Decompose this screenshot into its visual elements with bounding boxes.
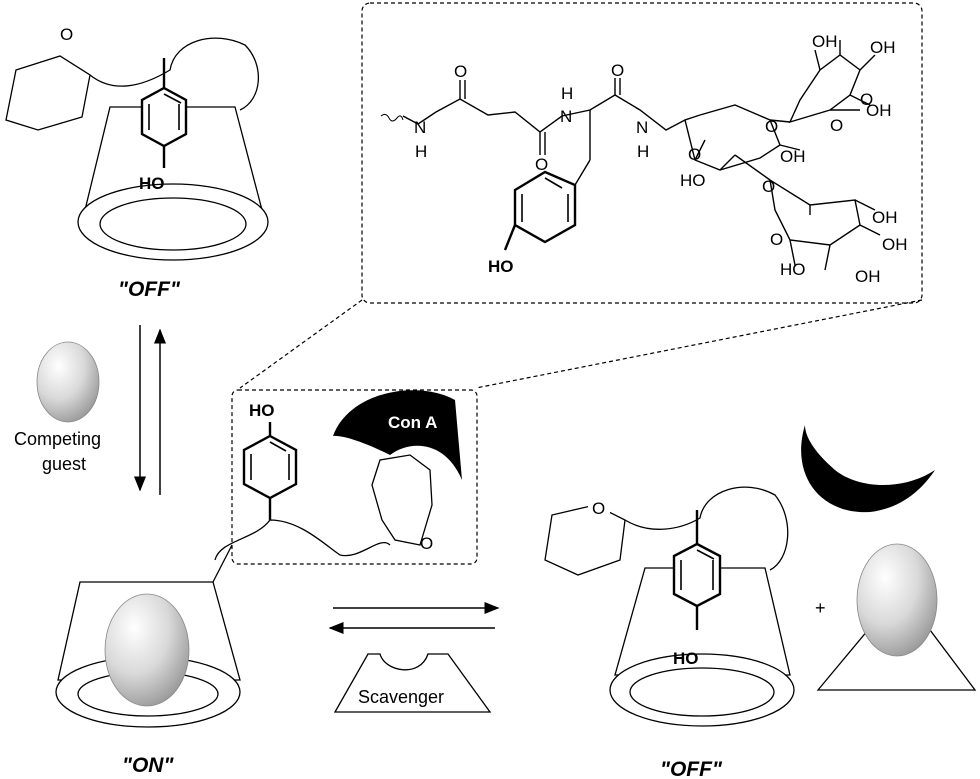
svg-text:OH: OH <box>855 267 881 286</box>
inset-atom-labels: O O O N H H N N H O HO OH O O O OH OH OH… <box>414 32 908 286</box>
vertical-equilibrium-arrows <box>134 325 166 495</box>
tyrosine-hydroxyl: HO <box>488 257 514 276</box>
off-state-label-bottom: "OFF" <box>660 758 723 779</box>
svg-text:OH: OH <box>866 101 892 120</box>
competing-guest-label: Competing <box>14 429 101 449</box>
svg-text:N: N <box>414 118 426 137</box>
svg-text:OH: OH <box>882 235 908 254</box>
svg-text:O: O <box>688 145 701 164</box>
svg-text:OH: OH <box>780 147 806 166</box>
svg-text:O: O <box>762 177 775 196</box>
captured-guest-egg <box>856 543 938 657</box>
svg-text:O: O <box>765 117 778 136</box>
svg-text:O: O <box>535 155 548 174</box>
on-cup <box>57 581 241 681</box>
con-a-binding-box <box>214 389 478 565</box>
svg-text:HO: HO <box>680 171 706 190</box>
on-state-label: "ON" <box>122 754 174 777</box>
plus-sign: + <box>815 598 826 618</box>
oxygen-atom-middle: O <box>420 534 433 553</box>
upper-mannose <box>788 54 861 124</box>
sugar-ring <box>5 55 91 131</box>
svg-text:OH: OH <box>872 208 898 227</box>
svg-text:N: N <box>560 107 572 126</box>
tyrosine-ring <box>513 170 577 244</box>
svg-text:HO: HO <box>780 260 806 279</box>
svg-text:O: O <box>830 116 843 135</box>
phenol-hydroxyl: HO <box>249 401 275 420</box>
structure-inset <box>239 2 923 389</box>
svg-text:O: O <box>770 230 783 249</box>
off-complex-top <box>5 37 269 261</box>
svg-text:OH: OH <box>870 38 896 57</box>
horizontal-equilibrium-arrows <box>328 602 500 634</box>
svg-text:O: O <box>860 90 873 109</box>
svg-text:N: N <box>636 118 648 137</box>
hydroxyl-label-bottom: HO <box>673 649 699 668</box>
scavenger-label: Scavenger <box>358 687 444 707</box>
svg-text:H: H <box>561 84 573 103</box>
competing-guest-egg <box>36 341 100 423</box>
svg-text:OH: OH <box>812 32 838 51</box>
svg-text:O: O <box>611 61 624 80</box>
scavenger-shape <box>333 653 492 713</box>
con-a-label: Con A <box>388 413 437 432</box>
oxygen-atom-bottom: O <box>592 499 605 518</box>
off-state-label-top: "OFF" <box>118 278 181 301</box>
free-con-a <box>801 425 935 513</box>
lower-mannose <box>769 178 861 246</box>
hydroxyl-label: HO <box>139 174 165 193</box>
competing-guest-label-2: guest <box>42 454 86 474</box>
tether <box>89 37 259 111</box>
con-a-lectin <box>333 390 462 480</box>
svg-text:H: H <box>637 142 649 161</box>
svg-text:O: O <box>454 62 467 81</box>
oxygen-atom: O <box>60 25 73 44</box>
bound-guest-egg <box>104 593 190 707</box>
off-complex-bottom <box>544 486 795 727</box>
svg-text:H: H <box>415 142 427 161</box>
